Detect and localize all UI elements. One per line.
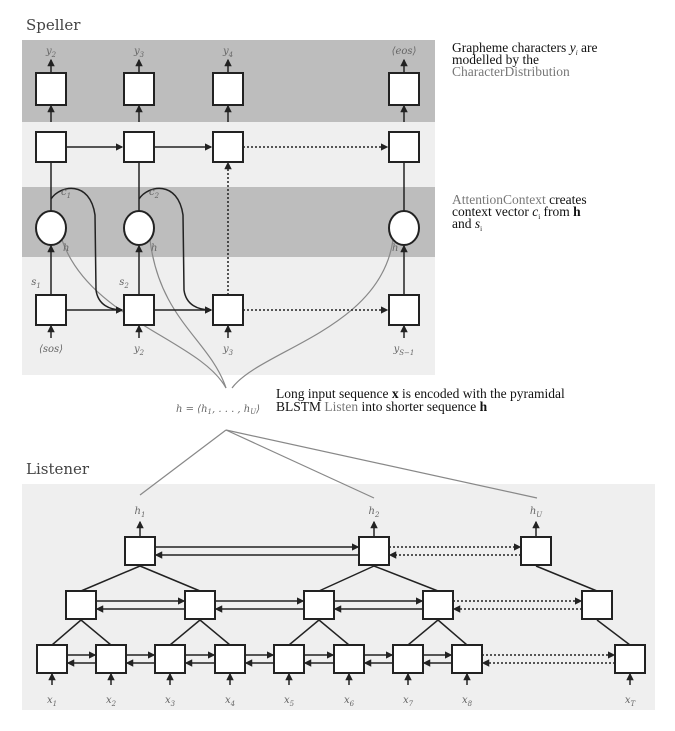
pyramid-link bbox=[437, 619, 468, 646]
decoder-input-box bbox=[388, 294, 420, 326]
h-input-label: h bbox=[392, 243, 398, 254]
listener-input-label: x4 bbox=[225, 695, 235, 708]
pyramid-link bbox=[373, 565, 439, 592]
listener-input-label: x6 bbox=[344, 695, 355, 708]
h-input-label: h bbox=[151, 243, 157, 254]
note-character-distribution: Grapheme characters yi are modelled by t… bbox=[452, 40, 601, 79]
context-c2-curve bbox=[138, 187, 213, 314]
context-label: c2 bbox=[149, 187, 160, 200]
decoder-rnn-box bbox=[123, 131, 155, 163]
decoder-input-box bbox=[123, 294, 155, 326]
character-distribution-box bbox=[388, 72, 420, 106]
attention-context-node bbox=[35, 210, 67, 246]
blstm-layer3-box bbox=[358, 536, 390, 566]
note-listen: Long input sequence x is encoded with th… bbox=[276, 386, 568, 414]
decoder-input-box bbox=[212, 294, 244, 326]
listener-title: Listener bbox=[26, 460, 90, 478]
hU-link bbox=[225, 429, 538, 499]
pyramid-link bbox=[535, 565, 598, 592]
decoder-rnn-box bbox=[388, 131, 420, 163]
context-c1-curve bbox=[50, 187, 124, 314]
blstm-layer1-box bbox=[333, 644, 365, 674]
state-label: s1 bbox=[31, 277, 41, 290]
pyramid-link bbox=[318, 565, 375, 592]
pyramid-link bbox=[596, 619, 631, 646]
blstm-layer3-box bbox=[124, 536, 156, 566]
context-label: c1 bbox=[61, 187, 71, 200]
listener-output-label: h2 bbox=[369, 506, 380, 519]
blstm-layer2-box bbox=[581, 590, 613, 620]
pyramid-link bbox=[407, 619, 439, 646]
blstm-layer1-box bbox=[214, 644, 246, 674]
blstm-layer2-box bbox=[184, 590, 216, 620]
listener-input-label: xT bbox=[625, 695, 637, 708]
state-label: s2 bbox=[119, 277, 129, 290]
h1-link bbox=[139, 429, 227, 496]
pyramid-link bbox=[169, 619, 201, 646]
blstm-layer3-box bbox=[520, 536, 552, 566]
listener-input-label: x7 bbox=[403, 695, 414, 708]
blstm-layer1-box bbox=[614, 644, 646, 674]
blstm-layer1-box bbox=[392, 644, 424, 674]
speller-output-label: y4 bbox=[222, 46, 233, 59]
speller-input-label: y3 bbox=[222, 344, 234, 357]
pyramid-link bbox=[80, 565, 141, 592]
blstm-layer1-box bbox=[36, 644, 68, 674]
decoder-rnn-box bbox=[35, 131, 67, 163]
pyramid-link bbox=[288, 619, 320, 646]
speller-input-label: y2 bbox=[133, 344, 145, 357]
h-sequence-label: h = ⟨h1, . . . , hU⟩ bbox=[176, 404, 260, 416]
listener-input-label: x1 bbox=[47, 695, 57, 708]
speller-output-label: ⟨eos⟩ bbox=[392, 46, 417, 57]
listener-input-label: x5 bbox=[284, 695, 295, 708]
character-distribution-box bbox=[123, 72, 155, 106]
character-distribution-box bbox=[35, 72, 67, 106]
blstm-layer1-box bbox=[451, 644, 483, 674]
speller-input-label: yS−1 bbox=[393, 344, 415, 357]
speller-title: Speller bbox=[26, 16, 81, 34]
listener-panel bbox=[22, 484, 655, 710]
pyramid-link bbox=[139, 565, 201, 592]
pyramid-link bbox=[51, 619, 82, 646]
attention-context-node bbox=[123, 210, 155, 246]
listener-output-label: h1 bbox=[135, 506, 146, 519]
blstm-layer2-box bbox=[303, 590, 335, 620]
blstm-layer1-box bbox=[95, 644, 127, 674]
decoder-rnn-box bbox=[212, 131, 244, 163]
listener-input-label: x8 bbox=[462, 695, 473, 708]
speller-output-label: y2 bbox=[45, 46, 57, 59]
speller-output-label: y3 bbox=[133, 46, 145, 59]
listener-input-label: x2 bbox=[106, 695, 117, 708]
listener-output-label: hU bbox=[530, 506, 543, 519]
speller-input-label: ⟨sos⟩ bbox=[39, 344, 63, 355]
character-distribution-box bbox=[212, 72, 244, 106]
attention-context-node bbox=[388, 210, 420, 246]
h2-link bbox=[225, 429, 375, 499]
blstm-layer2-box bbox=[422, 590, 454, 620]
blstm-layer2-box bbox=[65, 590, 97, 620]
h-input-label: h bbox=[63, 243, 69, 254]
decoder-input-box bbox=[35, 294, 67, 326]
pyramid-link bbox=[318, 619, 350, 646]
attention-h-line bbox=[149, 239, 227, 389]
pyramid-link bbox=[80, 619, 112, 646]
pyramid-link bbox=[199, 619, 231, 646]
blstm-layer1-box bbox=[273, 644, 305, 674]
attention-h-line bbox=[231, 239, 394, 389]
note-attention-context: AttentionContext creates context vector … bbox=[452, 192, 590, 233]
listener-input-label: x3 bbox=[165, 695, 176, 708]
blstm-layer1-box bbox=[154, 644, 186, 674]
